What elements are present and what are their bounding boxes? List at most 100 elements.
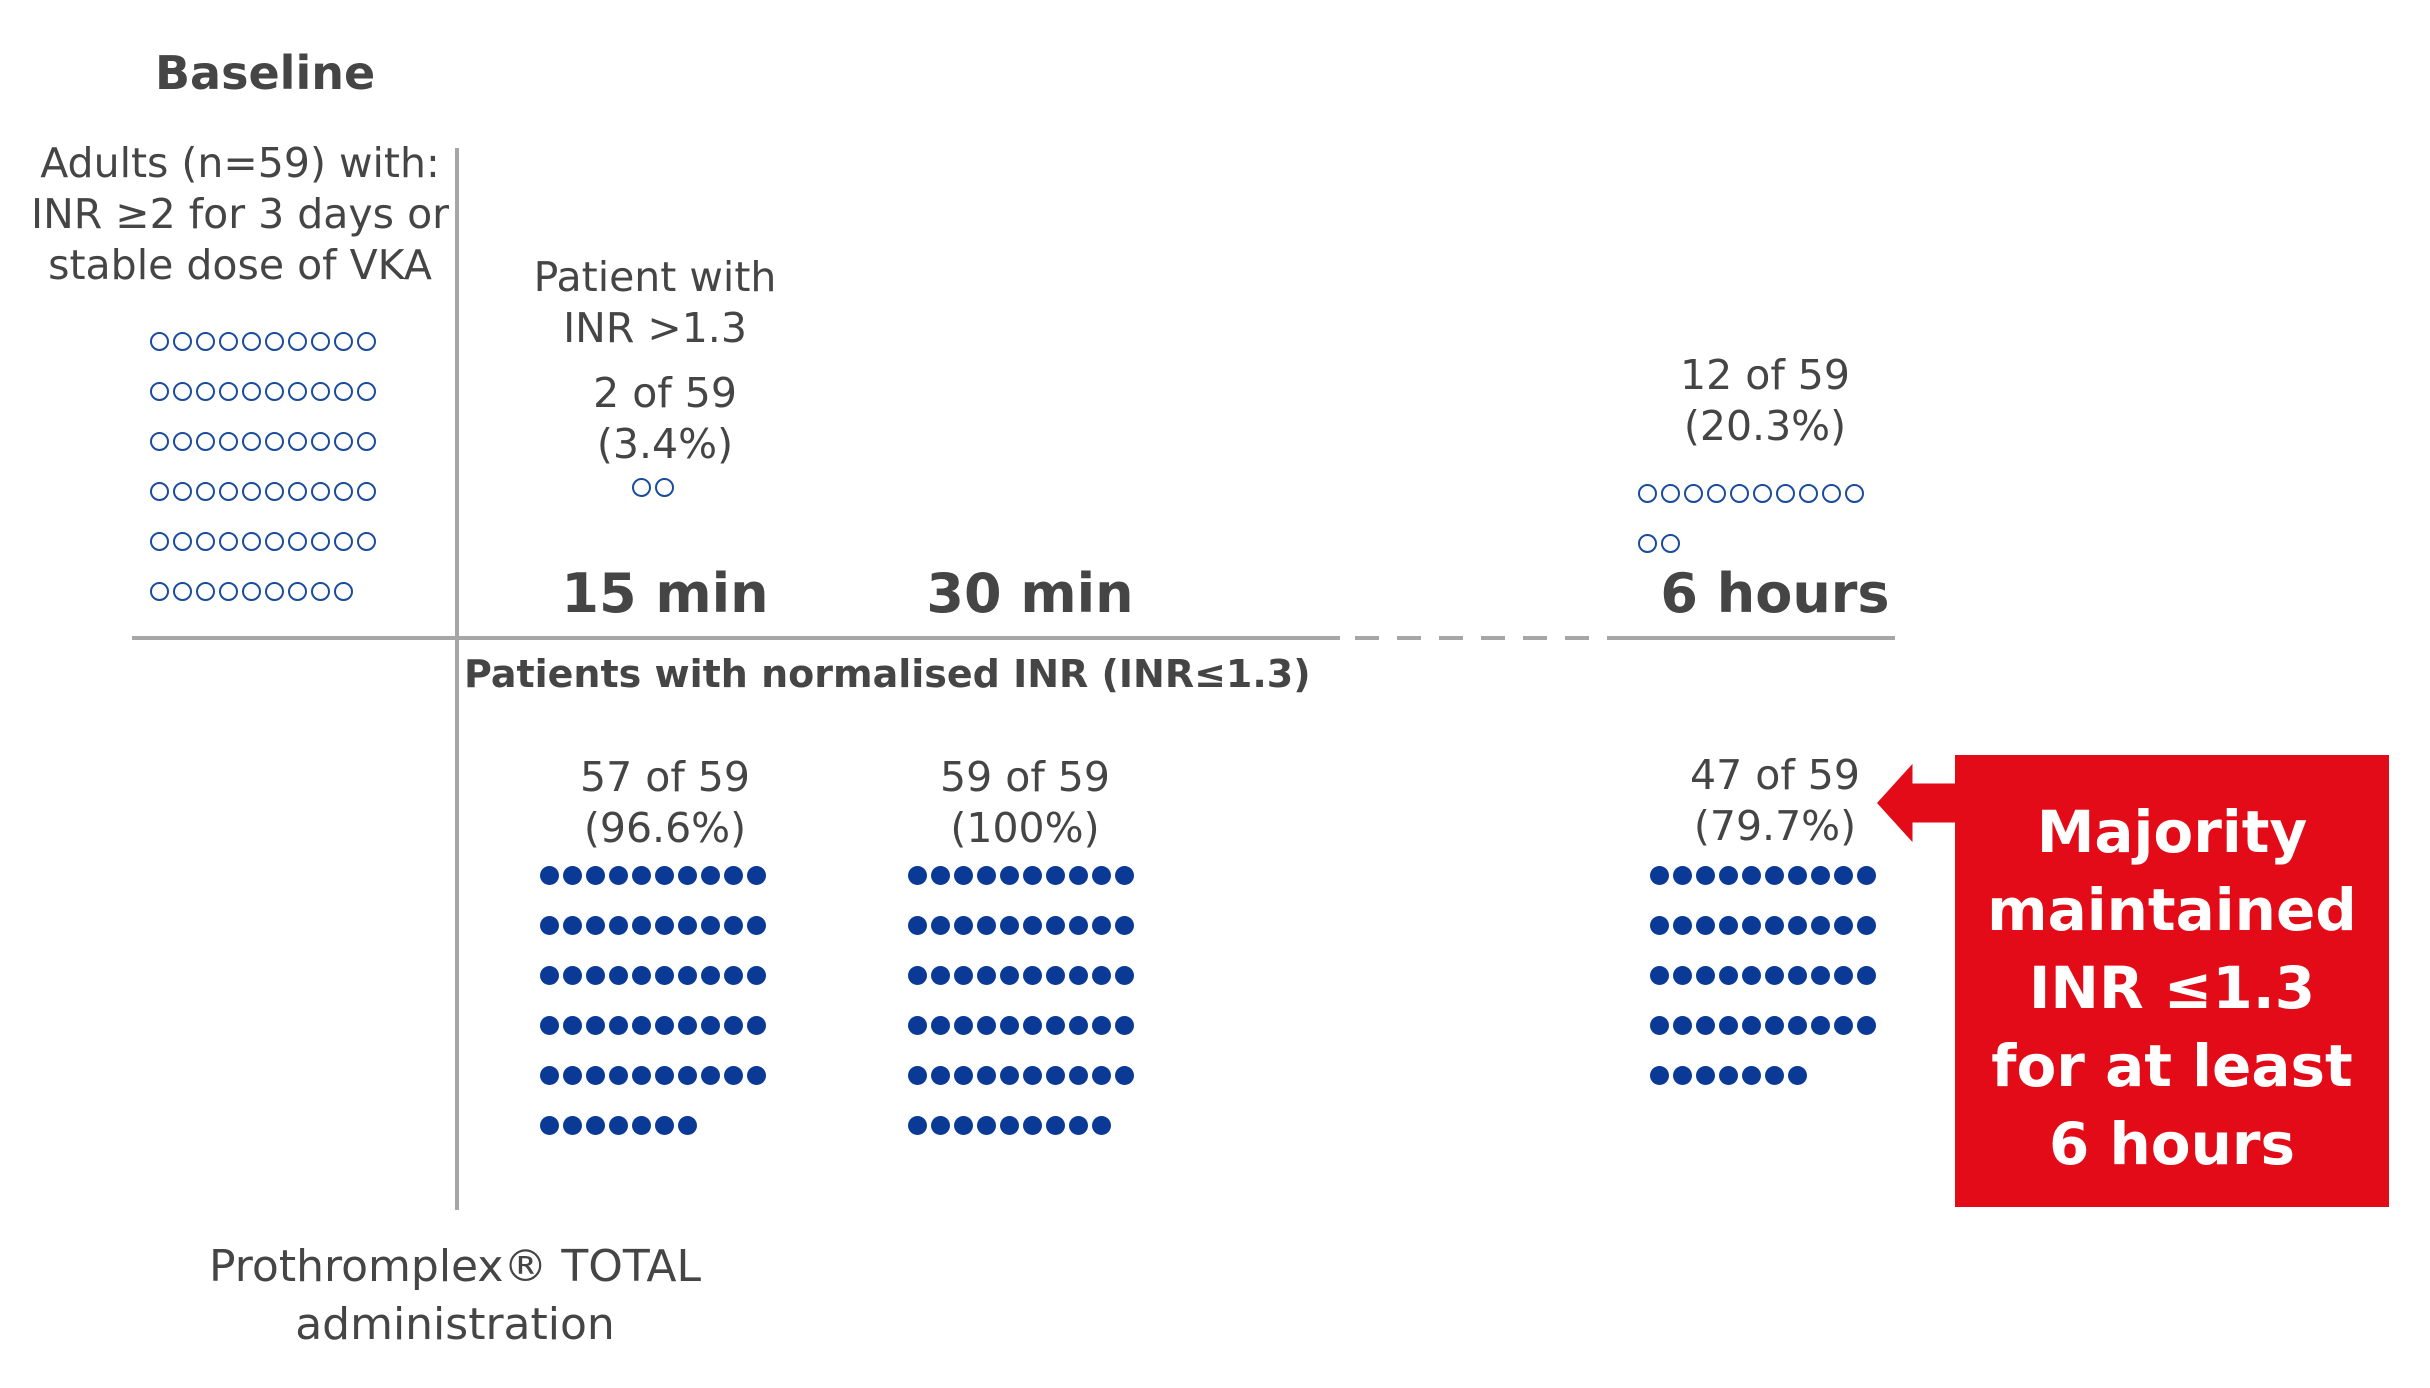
filled-patient-dot — [977, 1066, 996, 1085]
hollow-patient-dot — [219, 332, 238, 351]
hollow-patient-dot — [311, 432, 330, 451]
filled-patient-dot — [632, 866, 651, 885]
filled-patient-dot — [586, 1016, 605, 1035]
hollow-patient-dot — [242, 482, 261, 501]
filled-patient-dot — [632, 966, 651, 985]
administration-label-line: Prothromplex® TOTAL — [209, 1241, 701, 1292]
inr-above-label-line: INR >1.3 — [563, 304, 747, 352]
hollow-patient-dot — [1822, 484, 1841, 503]
filled-patient-dot — [1788, 866, 1807, 885]
filled-patient-dot — [1834, 1016, 1853, 1035]
filled-patient-dot — [1788, 966, 1807, 985]
filled-patient-dot — [747, 1016, 766, 1035]
hollow-patient-dot — [334, 382, 353, 401]
hollow-patient-dot — [655, 478, 674, 497]
hollow-patient-dot — [219, 432, 238, 451]
hollow-patient-dot — [265, 482, 284, 501]
callout-line: maintained — [1987, 876, 2357, 944]
filled-patient-dot — [1857, 1016, 1876, 1035]
hollow-patient-dot — [334, 432, 353, 451]
inr-above-label-line: Patient with — [533, 253, 777, 301]
lower-30min-stats: 59 of 59 (100%) — [870, 752, 1180, 854]
filled-patient-dot — [609, 1066, 628, 1085]
hollow-patient-dot — [288, 482, 307, 501]
hollow-patient-dot — [1638, 484, 1657, 503]
hollow-patient-dot — [1661, 484, 1680, 503]
filled-patient-dot — [1765, 1016, 1784, 1035]
filled-patient-dot — [1023, 916, 1042, 935]
filled-patient-dot — [1696, 1066, 1715, 1085]
filled-patient-dot — [908, 1116, 927, 1135]
lower-30min-percent: (100%) — [950, 804, 1100, 852]
callout-line: for at least — [1991, 1032, 2353, 1100]
filled-patient-dot — [632, 1116, 651, 1135]
filled-patient-dot — [1115, 1016, 1134, 1035]
hollow-patient-dot — [1799, 484, 1818, 503]
hollow-patient-dot — [242, 582, 261, 601]
filled-patient-dot — [609, 966, 628, 985]
filled-patient-dot — [1000, 966, 1019, 985]
hollow-patient-dot — [265, 432, 284, 451]
filled-patient-dot — [1092, 1116, 1111, 1135]
filled-patient-dot — [931, 866, 950, 885]
hollow-patient-dot — [1776, 484, 1795, 503]
filled-patient-dot — [724, 916, 743, 935]
axis-dash — [1523, 636, 1547, 640]
filled-patient-dot — [609, 1016, 628, 1035]
filled-patient-dot — [701, 866, 720, 885]
filled-patient-dot — [724, 1066, 743, 1085]
filled-patient-dot — [954, 1066, 973, 1085]
filled-patient-dot — [1673, 866, 1692, 885]
filled-patient-dot — [678, 1116, 697, 1135]
filled-patient-dot — [977, 866, 996, 885]
hollow-patient-dot — [219, 382, 238, 401]
filled-patient-dot — [632, 1066, 651, 1085]
filled-patient-dot — [1834, 866, 1853, 885]
axis-dash — [1397, 636, 1421, 640]
filled-patient-dot — [540, 966, 559, 985]
filled-patient-dot — [1857, 916, 1876, 935]
filled-patient-dot — [931, 1016, 950, 1035]
filled-patient-dot — [632, 916, 651, 935]
filled-patient-dot — [954, 916, 973, 935]
hollow-patient-dot — [242, 532, 261, 551]
hollow-patient-dot — [334, 482, 353, 501]
hollow-patient-dot — [288, 332, 307, 351]
hollow-patient-dot — [173, 382, 192, 401]
filled-patient-dot — [1673, 966, 1692, 985]
filled-patient-dot — [1742, 1066, 1761, 1085]
filled-patient-dot — [1023, 1016, 1042, 1035]
filled-patient-dot — [1811, 916, 1830, 935]
filled-patient-dot — [1650, 866, 1669, 885]
hollow-patient-dot — [219, 582, 238, 601]
filled-patient-dot — [1000, 1016, 1019, 1035]
filled-patient-dot — [1834, 916, 1853, 935]
filled-patient-dot — [540, 866, 559, 885]
hollow-patient-dot — [219, 532, 238, 551]
filled-patient-dot — [678, 866, 697, 885]
filled-patient-dot — [954, 966, 973, 985]
filled-patient-dot — [1069, 916, 1088, 935]
callout-arrow-icon — [1872, 756, 1960, 850]
filled-patient-dot — [1650, 966, 1669, 985]
callout-line: INR ≤1.3 — [2028, 954, 2316, 1022]
lower-15min-count: 57 of 59 — [580, 753, 750, 801]
filled-patient-dot — [701, 966, 720, 985]
hollow-patient-dot — [150, 582, 169, 601]
filled-patient-dot — [931, 916, 950, 935]
filled-patient-dot — [724, 966, 743, 985]
filled-patient-dot — [1000, 916, 1019, 935]
hollow-patient-dot — [173, 582, 192, 601]
baseline-description: Adults (n=59) with: INR ≥2 for 3 days or… — [20, 138, 460, 291]
filled-patient-dot — [1719, 866, 1738, 885]
filled-patient-dot — [701, 916, 720, 935]
baseline-description-line: Adults (n=59) with: — [40, 139, 440, 187]
hollow-patient-dot — [311, 582, 330, 601]
filled-patient-dot — [954, 866, 973, 885]
filled-patient-dot — [632, 1016, 651, 1035]
hollow-patient-dot — [173, 332, 192, 351]
hollow-patient-dot — [242, 382, 261, 401]
lower-15min-percent: (96.6%) — [583, 804, 747, 852]
filled-patient-dot — [678, 916, 697, 935]
filled-patient-dot — [1673, 1066, 1692, 1085]
